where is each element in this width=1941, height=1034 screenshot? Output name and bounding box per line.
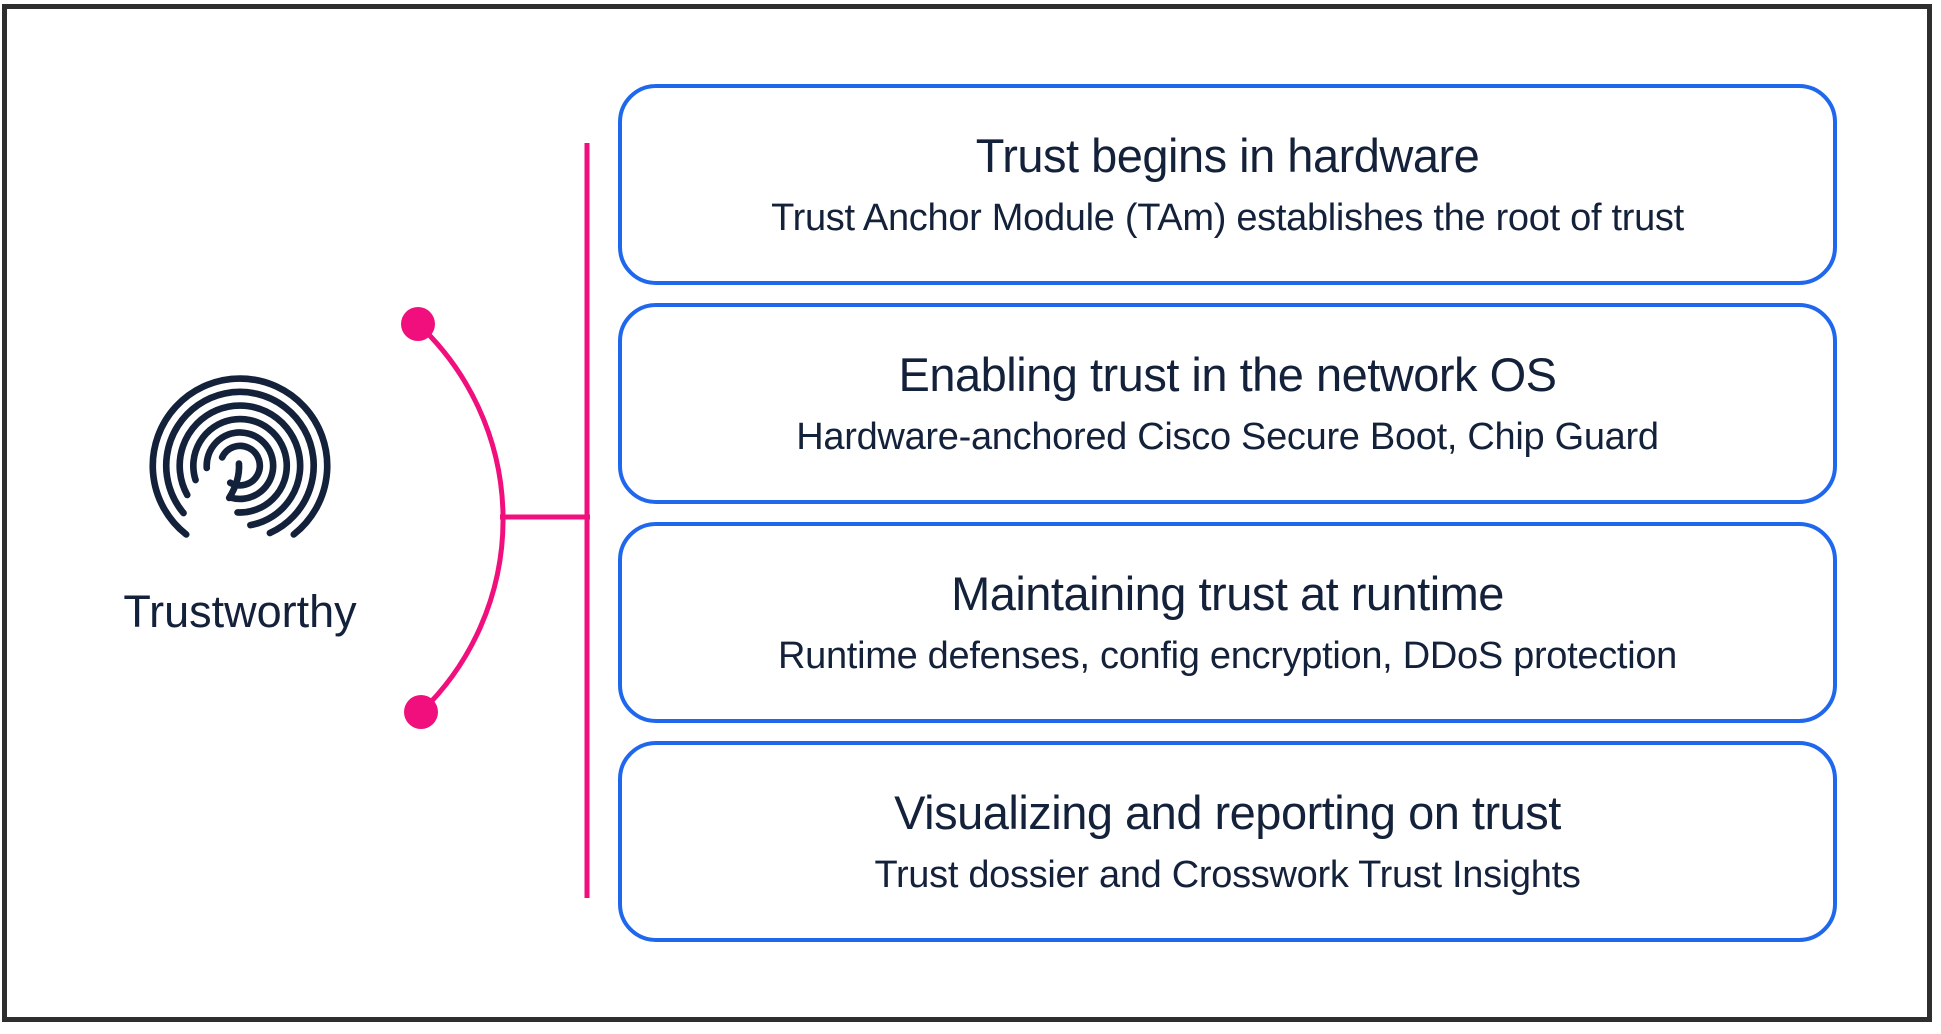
trustworthy-group: Trustworthy bbox=[70, 370, 410, 638]
box-visualizing-reporting-trust: Visualizing and reporting on trust Trust… bbox=[618, 741, 1837, 942]
trustworthy-label: Trustworthy bbox=[123, 586, 357, 637]
connector-bottom-dot bbox=[404, 695, 438, 729]
connector-arc bbox=[416, 322, 506, 714]
box-subtitle: Trust dossier and Crosswork Trust Insigh… bbox=[874, 854, 1581, 897]
fingerprint-icon bbox=[149, 375, 331, 538]
box-enabling-trust-network-os: Enabling trust in the network OS Hardwar… bbox=[618, 303, 1837, 504]
box-maintaining-trust-runtime: Maintaining trust at runtime Runtime def… bbox=[618, 522, 1837, 723]
box-title: Enabling trust in the network OS bbox=[898, 347, 1557, 401]
box-subtitle: Runtime defenses, config encryption, DDo… bbox=[778, 635, 1677, 678]
box-title: Trust begins in hardware bbox=[975, 128, 1480, 182]
box-trust-begins-in-hardware: Trust begins in hardware Trust Anchor Mo… bbox=[618, 84, 1837, 285]
box-subtitle: Hardware-anchored Cisco Secure Boot, Chi… bbox=[796, 416, 1659, 459]
box-title: Visualizing and reporting on trust bbox=[894, 785, 1561, 839]
box-title: Maintaining trust at runtime bbox=[951, 566, 1504, 620]
connector-top-dot bbox=[401, 307, 435, 341]
box-subtitle: Trust Anchor Module (TAm) establishes th… bbox=[771, 197, 1684, 240]
